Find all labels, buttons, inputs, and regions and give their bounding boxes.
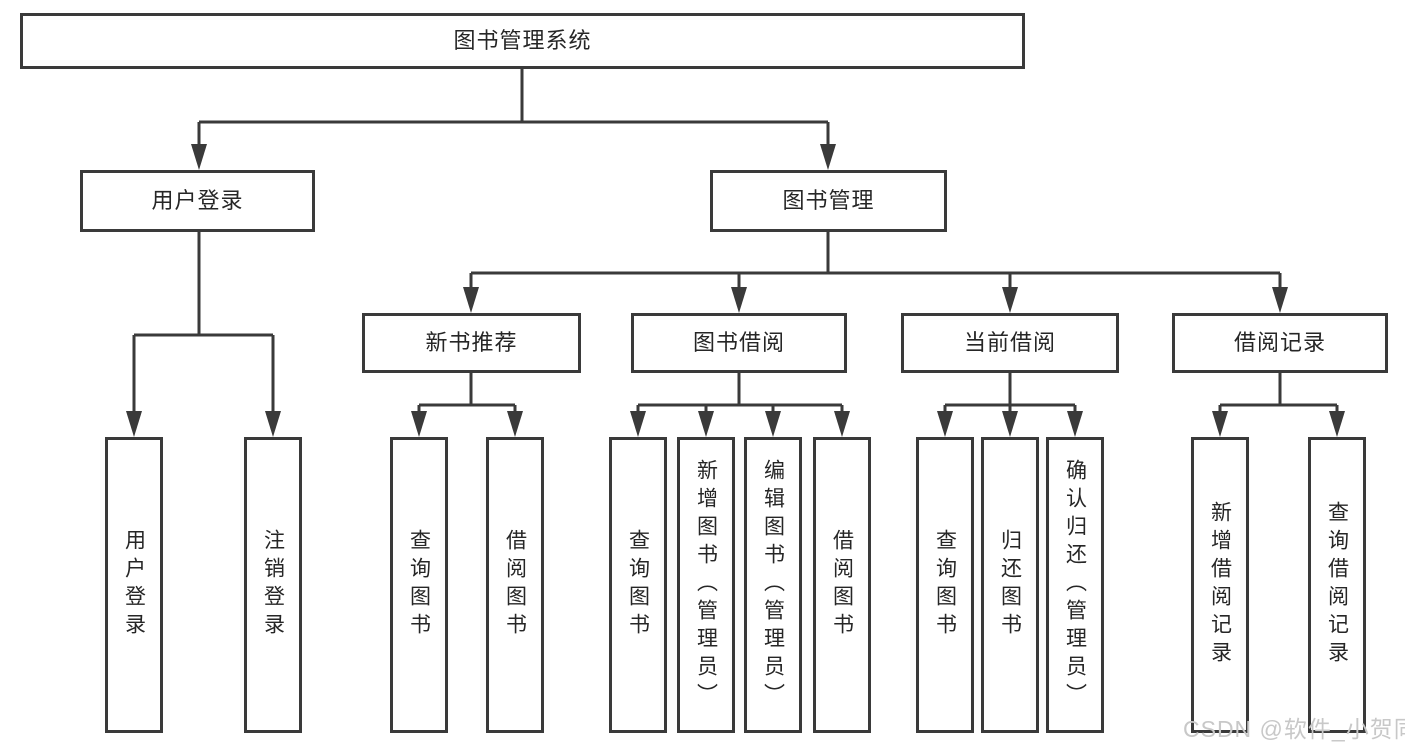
leaf-borrow-books-newbook: 借阅图书 bbox=[486, 437, 544, 733]
arrowheads bbox=[126, 144, 1345, 437]
node-book-borrowing: 图书借阅 bbox=[631, 313, 847, 373]
leaf-user-login: 用户登录 bbox=[105, 437, 163, 733]
leaf-logout: 注销登录 bbox=[244, 437, 302, 733]
node-book-management: 图书管理 bbox=[710, 170, 947, 232]
node-user-login: 用户登录 bbox=[80, 170, 315, 232]
csdn-watermark: CSDN @软件_小贺同学 bbox=[1183, 716, 1405, 742]
leaf-add-borrow-record: 新增借阅记录 bbox=[1191, 437, 1249, 733]
leaf-edit-book-admin: 编辑图书（管理员） bbox=[744, 437, 802, 733]
leaf-query-books-newbook: 查询图书 bbox=[390, 437, 448, 733]
leaf-query-books-current: 查询图书 bbox=[916, 437, 974, 733]
leaf-confirm-return-admin: 确认归还（管理员） bbox=[1046, 437, 1104, 733]
node-current-borrowing: 当前借阅 bbox=[901, 313, 1119, 373]
leaf-query-books-borrow: 查询图书 bbox=[609, 437, 667, 733]
leaf-return-book: 归还图书 bbox=[981, 437, 1039, 733]
leaf-add-book-admin: 新增图书（管理员） bbox=[677, 437, 735, 733]
leaf-borrow-books-borrow: 借阅图书 bbox=[813, 437, 871, 733]
node-library-management-system: 图书管理系统 bbox=[20, 13, 1025, 69]
node-new-book-recommendation: 新书推荐 bbox=[362, 313, 581, 373]
leaf-query-borrow-record: 查询借阅记录 bbox=[1308, 437, 1366, 733]
node-borrowing-records: 借阅记录 bbox=[1172, 313, 1388, 373]
